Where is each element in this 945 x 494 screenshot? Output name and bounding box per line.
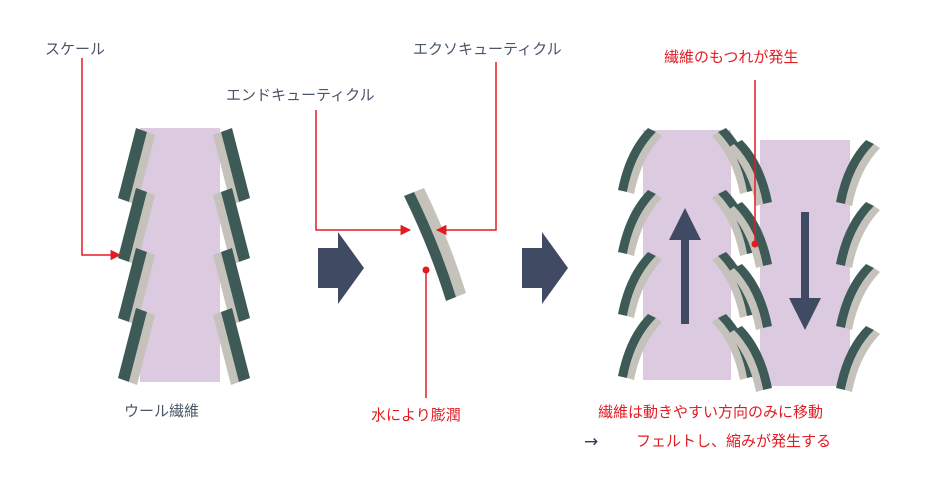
entangle-label: 繊維のもつれが発生 xyxy=(664,48,799,66)
step-arrow-1 xyxy=(318,232,364,304)
scale-exocuticle xyxy=(836,326,874,390)
scale-endocuticle xyxy=(627,194,662,256)
endocuticle-label: エンドキューティクル xyxy=(226,86,375,104)
scale-endocuticle xyxy=(845,206,880,268)
endocuticle-layer xyxy=(414,188,466,297)
scale-endocuticle xyxy=(712,132,747,194)
scale-endocuticle xyxy=(129,192,155,265)
scale-exocuticle xyxy=(221,248,250,322)
scale-exocuticle xyxy=(734,264,772,328)
scale-exocuticle xyxy=(618,190,656,254)
scale-exocuticle xyxy=(734,140,772,204)
swelling-label: 水により膨潤 xyxy=(371,406,461,424)
scale-endocuticle xyxy=(845,144,880,206)
scale-exocuticle xyxy=(118,248,147,322)
scale-endocuticle xyxy=(712,256,747,318)
scale-endocuticle xyxy=(213,252,239,325)
scale-exocuticle xyxy=(118,308,147,382)
scale-exocuticle xyxy=(618,128,656,192)
scale-endocuticle xyxy=(712,194,747,256)
entangled-fibers xyxy=(618,128,880,392)
scale-exocuticle xyxy=(836,202,874,266)
fiber-b-scales-right xyxy=(836,140,880,392)
scale-exocuticle xyxy=(718,252,756,316)
scale-endocuticle xyxy=(845,268,880,330)
scale-endocuticle xyxy=(627,318,662,380)
swelling-dot xyxy=(422,266,430,274)
scale-endocuticle xyxy=(712,318,747,380)
scale-exocuticle xyxy=(734,202,772,266)
exocuticle-pointer-line xyxy=(435,62,497,236)
endocuticle-pointer-line xyxy=(315,110,412,236)
scale-detail xyxy=(404,188,466,301)
arrow-right-icon: → xyxy=(584,432,599,452)
fiber-a-scales-right xyxy=(712,128,756,380)
arrow-down-icon xyxy=(789,212,821,330)
scale-exocuticle xyxy=(618,252,656,316)
fiber-scales-left xyxy=(118,128,155,385)
movement-caption-line2: フェルトし、縮みが発生する xyxy=(636,432,832,450)
scale-exocuticle xyxy=(718,128,756,192)
exocuticle-label: エクソキューティクル xyxy=(413,40,562,58)
scale-exocuticle xyxy=(718,314,756,378)
scale-exocuticle xyxy=(118,128,147,202)
scale-exocuticle xyxy=(718,190,756,254)
fiber-a-scales-left xyxy=(618,128,662,380)
scale-exocuticle xyxy=(618,314,656,378)
fiber-scales-right xyxy=(213,128,250,385)
scale-endocuticle xyxy=(129,252,155,325)
scale-label: スケール xyxy=(45,40,106,58)
scale-endocuticle xyxy=(213,132,239,205)
wool-fiber-panel xyxy=(118,128,250,385)
scale-exocuticle xyxy=(221,308,250,382)
exocuticle-layer xyxy=(404,192,456,301)
step-arrow-2 xyxy=(522,232,568,304)
scale-endocuticle xyxy=(627,256,662,318)
scale-endocuticle xyxy=(213,312,239,385)
scale-endocuticle xyxy=(728,268,763,330)
entangle-dot xyxy=(751,240,759,248)
scale-endocuticle xyxy=(845,330,880,392)
scale-exocuticle xyxy=(734,326,772,390)
scale-exocuticle xyxy=(221,128,250,202)
scale-exocuticle xyxy=(836,264,874,328)
scale-endocuticle xyxy=(627,132,662,194)
movement-caption-line1: 繊維は動きやすい方向のみに移動 xyxy=(598,403,824,421)
scale-exocuticle xyxy=(836,140,874,204)
scale-endocuticle xyxy=(728,330,763,392)
scale-exocuticle xyxy=(221,188,250,262)
arrow-up-icon xyxy=(669,208,701,324)
wool-fiber-label: ウール繊維 xyxy=(124,402,200,420)
scale-endocuticle xyxy=(728,206,763,268)
scale-endocuticle xyxy=(129,312,155,385)
scale-endocuticle xyxy=(129,132,155,205)
scale-endocuticle xyxy=(213,192,239,265)
scale-pointer-line xyxy=(81,58,122,261)
scale-exocuticle xyxy=(118,188,147,262)
